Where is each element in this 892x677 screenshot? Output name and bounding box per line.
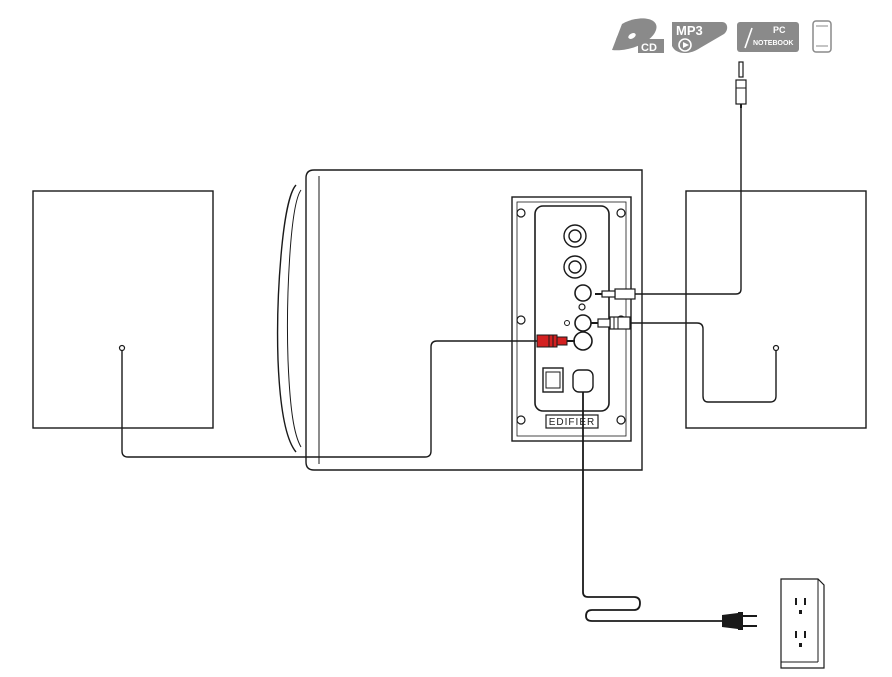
power-cord — [582, 392, 722, 622]
aux-plug-connector — [595, 288, 636, 300]
right-speaker-terminal — [772, 344, 780, 352]
indicator-led — [578, 303, 586, 311]
right-active-speaker: EDIFIER — [276, 169, 643, 471]
aux-input-plug — [735, 61, 747, 108]
cables — [121, 108, 777, 622]
left-speaker-cable — [121, 340, 537, 458]
mp3-icon: MP3 — [672, 22, 728, 54]
mp3-label: MP3 — [676, 23, 703, 38]
aux-input-jack — [574, 284, 592, 302]
red-rca-plug — [536, 334, 575, 348]
ac-plug — [722, 612, 757, 630]
small-jack — [564, 320, 570, 326]
smartphone-icon — [812, 20, 832, 53]
rca-input-white-jack — [574, 314, 592, 332]
rear-panel: EDIFIER — [511, 196, 632, 442]
left-speaker — [32, 190, 214, 429]
power-switch — [542, 367, 564, 393]
source-icons: CD MP3 PC NOTEBOOK — [612, 18, 832, 54]
brand-plate — [545, 414, 599, 429]
volume-knob — [563, 224, 587, 248]
cd-icon: CD — [612, 18, 664, 54]
pc-notebook-icon: PC NOTEBOOK — [737, 22, 799, 52]
left-speaker-terminal — [118, 344, 126, 352]
rca-input-red-jack — [573, 331, 593, 351]
bass-knob — [563, 255, 587, 279]
brand-label: EDIFIER — [549, 417, 595, 428]
white-rca-plug — [591, 316, 631, 330]
right-speaker-cable — [630, 322, 777, 403]
cd-label: CD — [641, 42, 657, 54]
power-socket — [572, 369, 594, 393]
wall-outlet — [780, 578, 825, 669]
pc-label: PC — [773, 25, 786, 35]
notebook-label: NOTEBOOK — [753, 40, 793, 47]
aux-cable — [635, 108, 742, 295]
